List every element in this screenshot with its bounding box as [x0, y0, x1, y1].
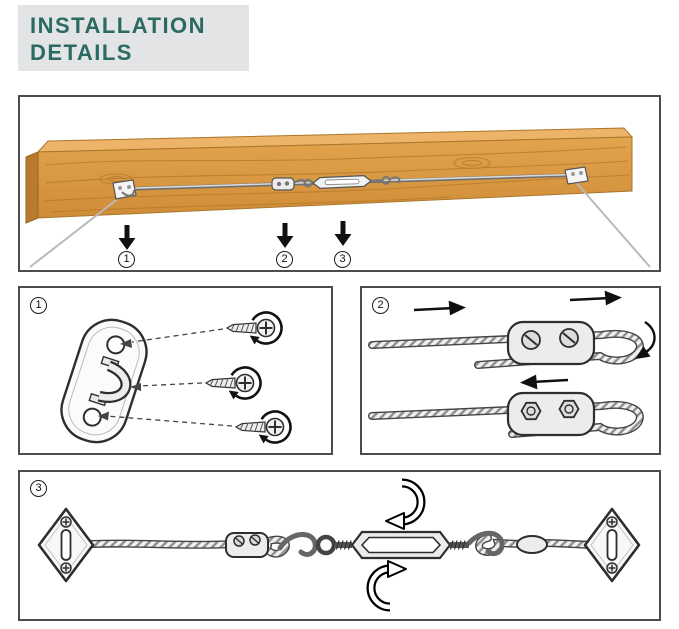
title-line-1: INSTALLATION [30, 13, 207, 38]
clamp-assembled-bottom [372, 391, 640, 435]
rope-ferrule [516, 535, 548, 554]
direction-arrow-icons [413, 290, 656, 390]
right-guy-line [573, 179, 651, 268]
step2-panel: 2 [360, 286, 661, 455]
step1-badge: 1 [30, 297, 47, 314]
overview-panel: 1 2 3 [18, 95, 661, 272]
screw-icon-middle [204, 366, 262, 401]
mounted-board-illustration [25, 127, 651, 268]
step2-badge: 2 [372, 297, 389, 314]
callout-arrow-icons [118, 221, 352, 250]
left-pad-plate-icon [112, 179, 137, 200]
page-title: INSTALLATION DETAILS [18, 5, 249, 71]
full-assembly-illustration [37, 472, 641, 619]
callout-badge-3: 3 [334, 251, 351, 268]
step1-panel: 1 [18, 286, 333, 455]
left-diamond-plate [37, 507, 95, 583]
step3-badge: 3 [30, 480, 47, 497]
turnbuckle [315, 530, 469, 560]
pad-eye-plate-screws-illustration [60, 311, 292, 445]
title-line-2: DETAILS [30, 40, 133, 65]
right-pad-plate-icon [564, 166, 589, 185]
screw-icon-top [225, 311, 283, 346]
wire-clamp-icon [271, 177, 307, 191]
rotate-arrow-bottom-icon [371, 561, 406, 607]
left-rope-clamp [225, 532, 269, 558]
rotate-arrow-top-icon [386, 483, 421, 529]
right-hook-icon [466, 530, 505, 557]
clamp-threading-top [372, 290, 656, 390]
dashed-guide-lines [105, 328, 233, 427]
turnbuckle-icon [303, 174, 401, 190]
callout-badge-1: 1 [118, 251, 135, 268]
step3-panel: 3 [18, 470, 661, 621]
left-hook-icon [277, 532, 318, 557]
screw-icon-bottom [234, 410, 292, 445]
guide-arrowheads [98, 339, 141, 421]
callout-badge-2: 2 [276, 251, 293, 268]
left-guy-line [29, 193, 125, 268]
right-diamond-plate [583, 507, 641, 583]
rope-clamp-illustration [362, 290, 656, 453]
pad-eye-plate [60, 318, 148, 444]
